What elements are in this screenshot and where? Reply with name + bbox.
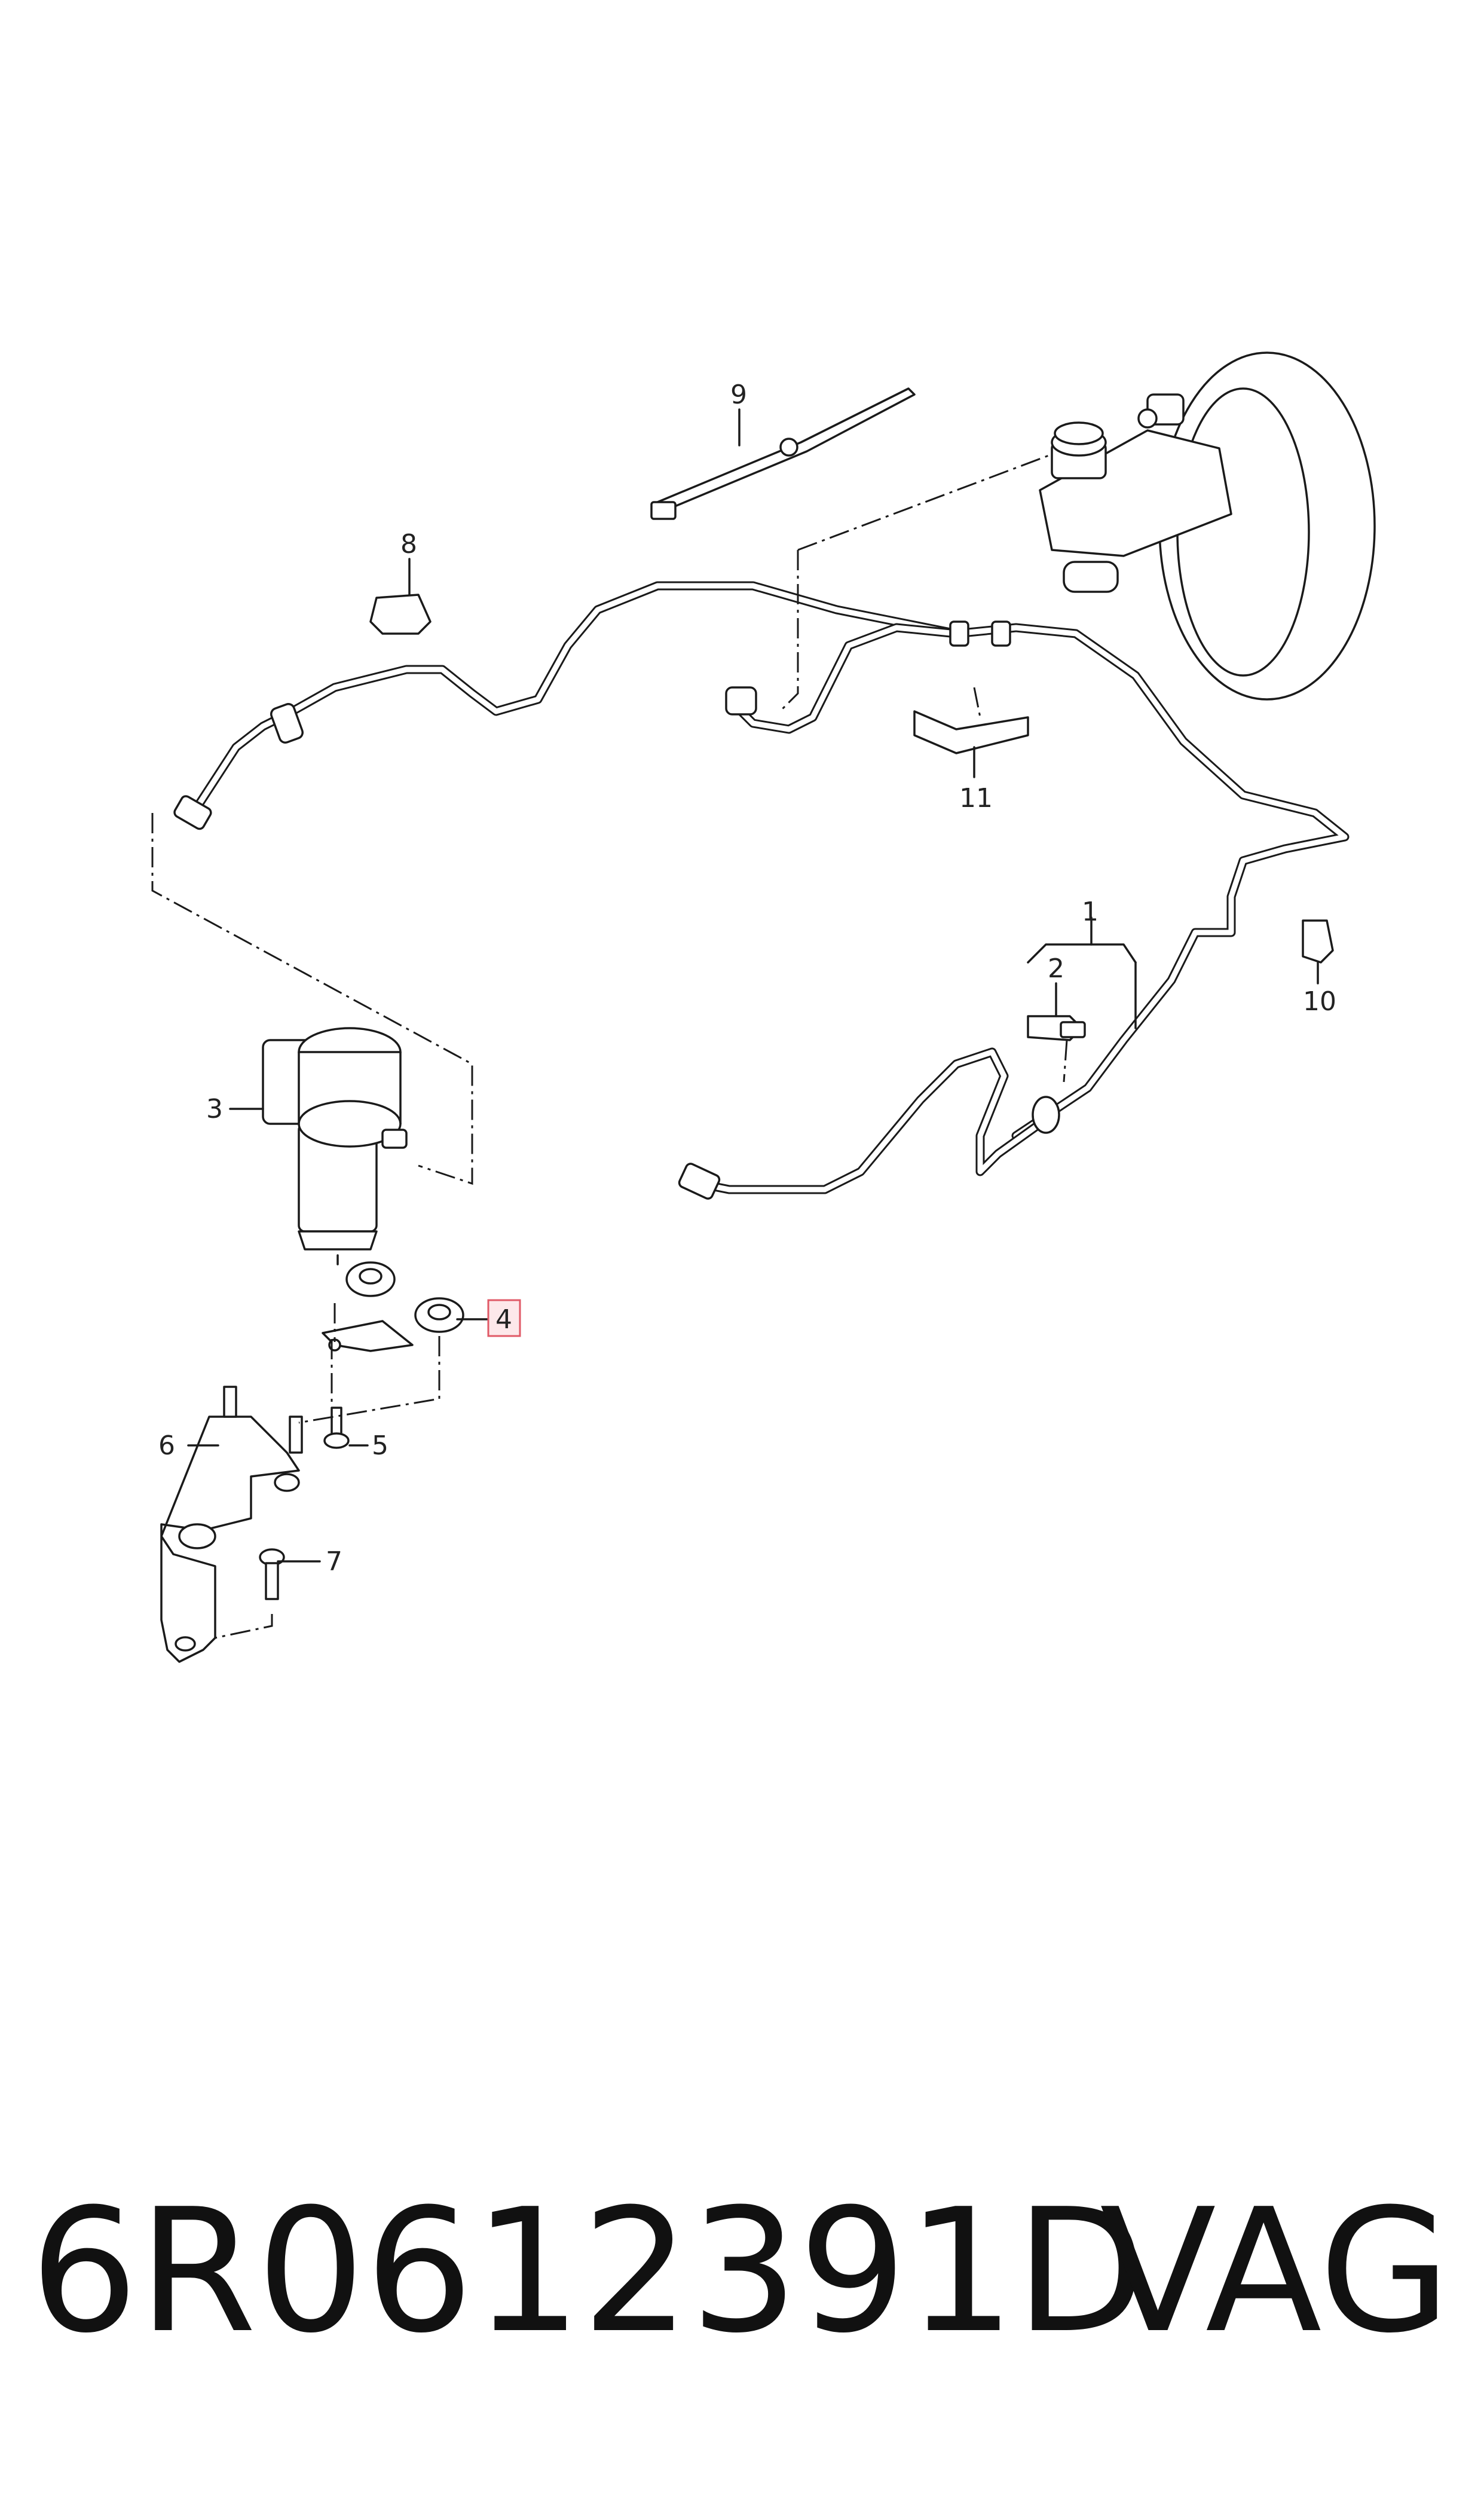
label-9: 9 [730,380,747,410]
item-4-highlight-box [487,1299,521,1337]
label-8: 8 [400,529,417,560]
vacuum-line-hose [173,581,1350,1200]
part-number-caption: 6R0612391D [30,2172,1147,2371]
label-11: 11 [959,783,993,814]
mounting-bracket-assembly [160,1261,464,1663]
leader-lines [187,408,1319,1563]
vacuum-pump [262,1027,408,1265]
label-2: 2 [1048,953,1064,984]
label-6: 6 [158,1430,175,1461]
brake-booster-master-cylinder [1039,351,1376,701]
assembly-dash-lines [151,453,1068,1639]
label-4: 4 [495,1304,512,1335]
label-10: 10 [1303,986,1336,1017]
label-5: 5 [372,1430,388,1461]
small-parts [369,387,1334,1041]
brand-caption: VAG [1100,2172,1451,2371]
label-7: 7 [326,1546,342,1577]
label-1: 1 [1082,897,1099,927]
label-3: 3 [206,1094,223,1124]
